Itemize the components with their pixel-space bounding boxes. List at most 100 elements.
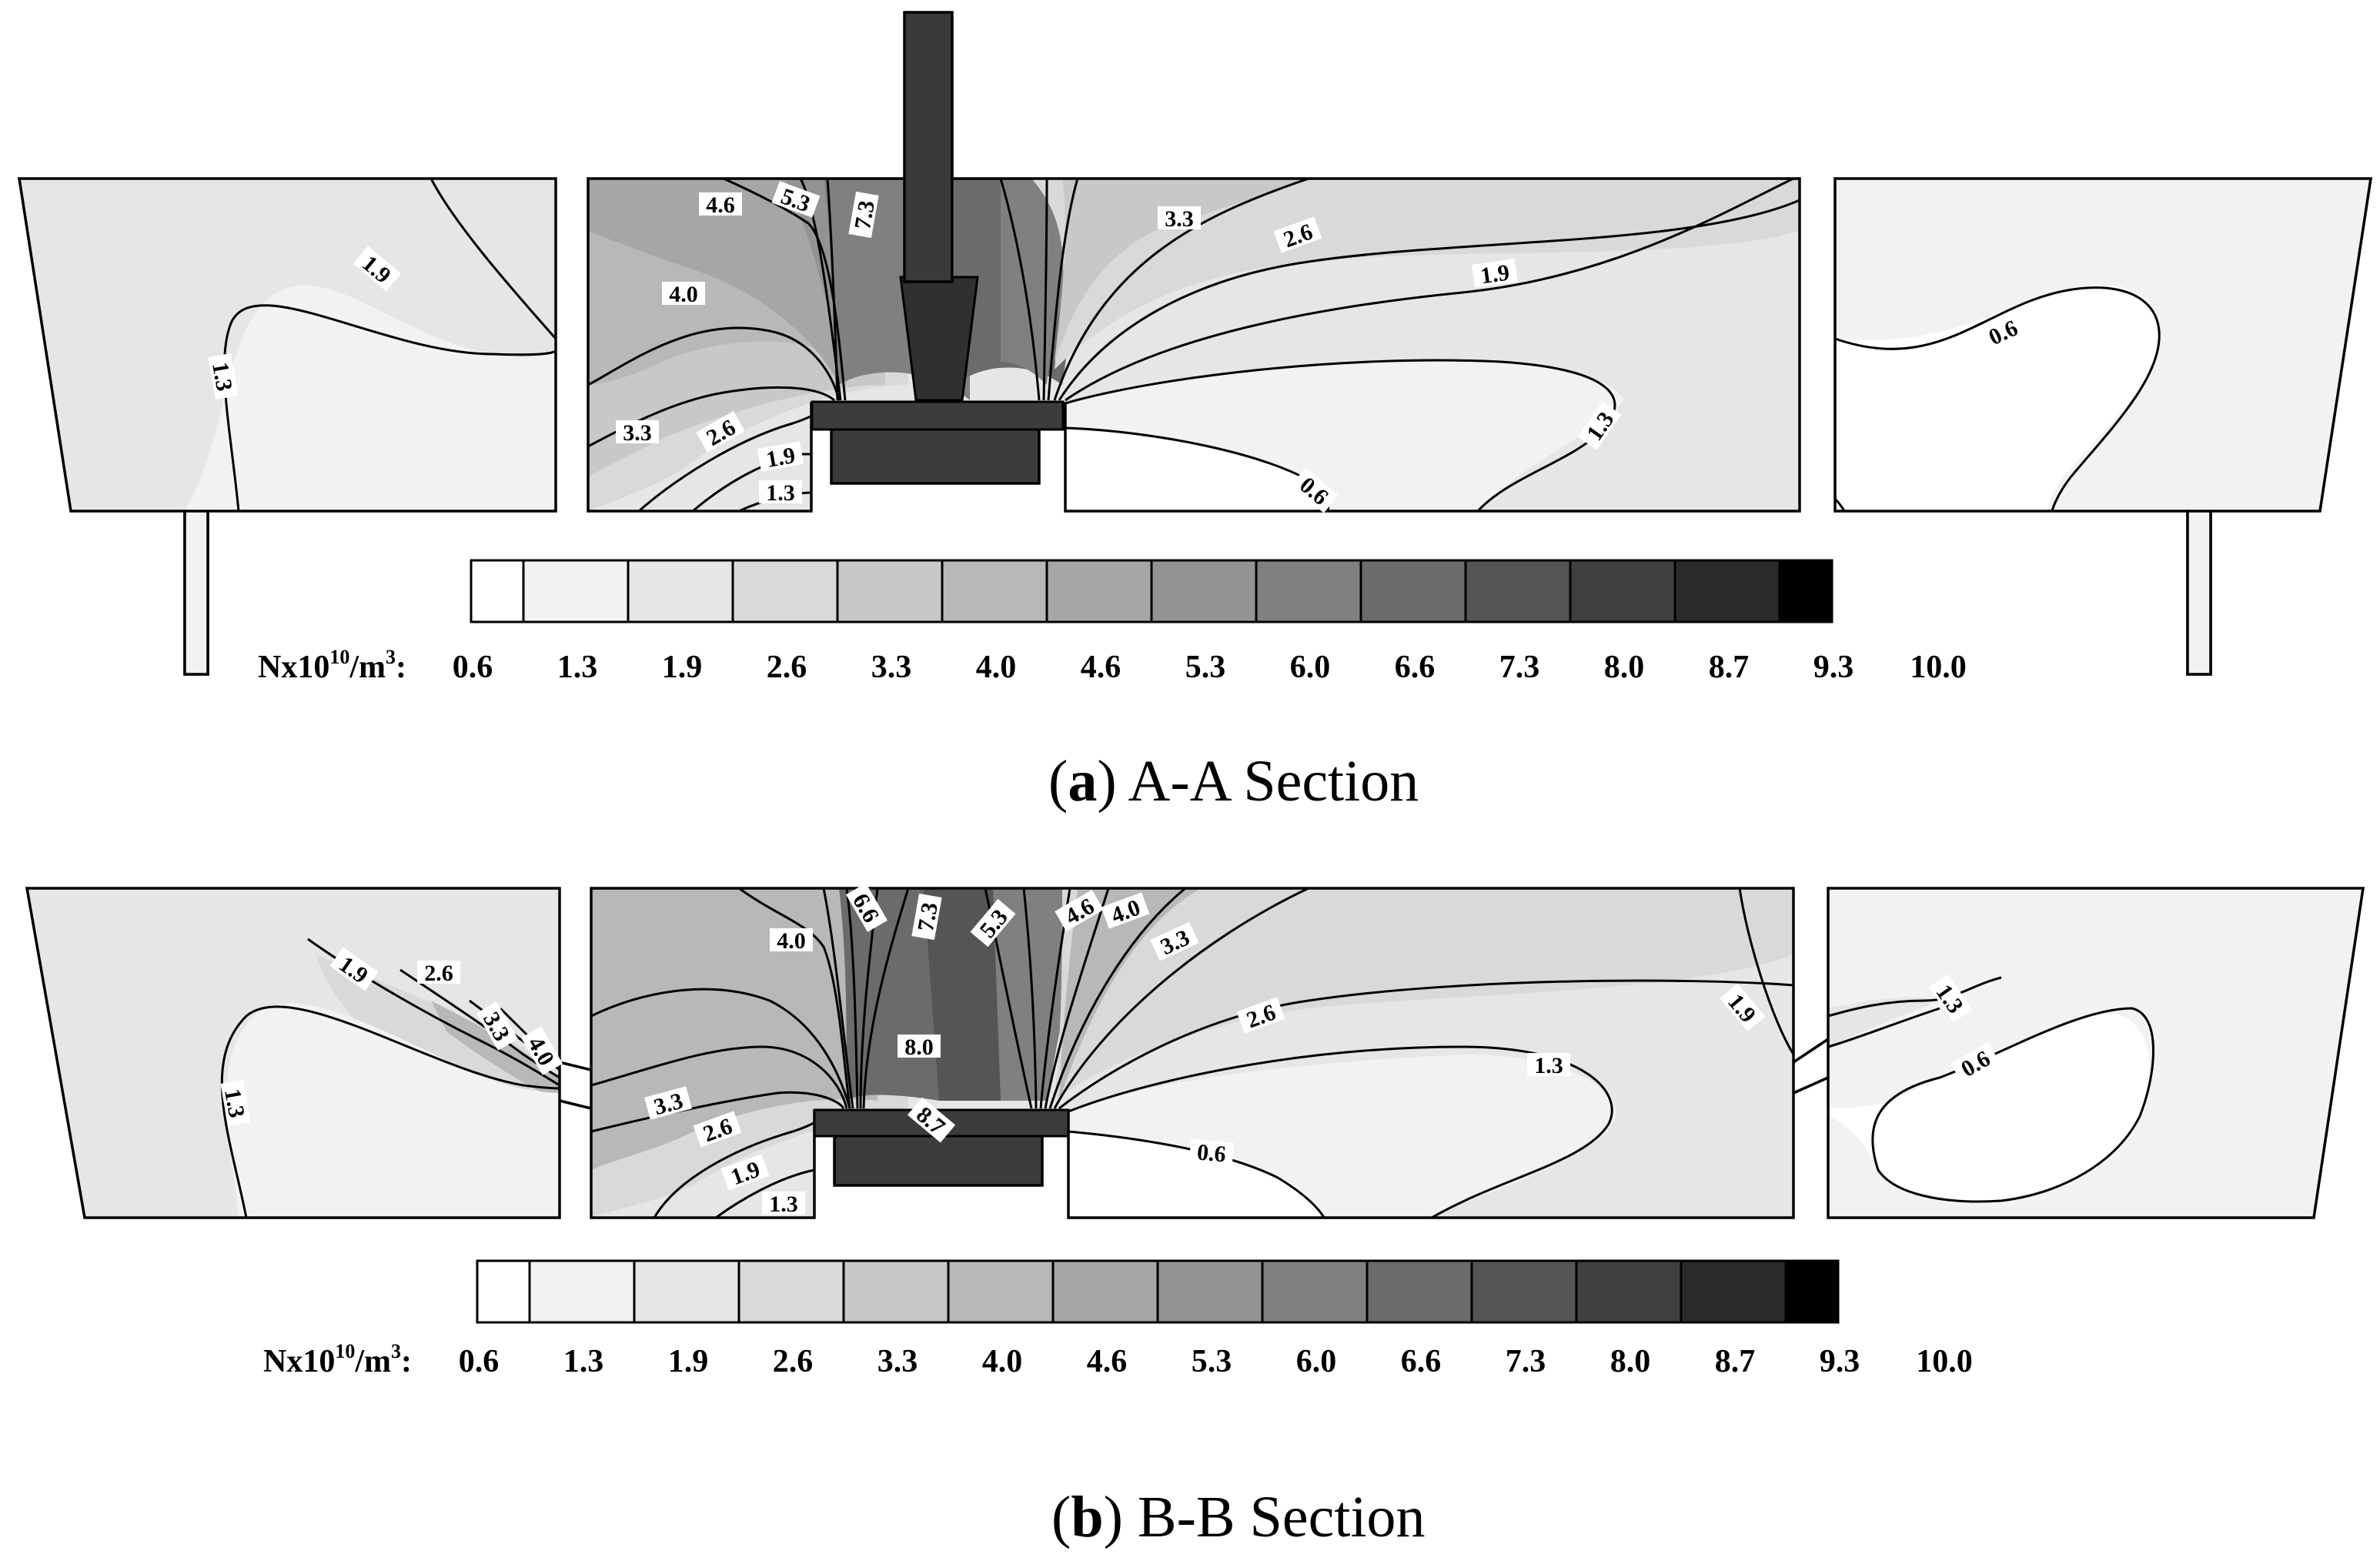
panel-a: 1.9 1.3 4.6 5.3 7.3 4.0 3.3 2.6 1.9 1.3 …: [17, 11, 2373, 814]
colorbar-swatch: [1569, 559, 1676, 623]
contour-label: 7.3: [911, 893, 943, 941]
region-4.6: [588, 179, 839, 385]
contour-label: 1.9: [757, 441, 804, 473]
left-inlet-pipe: [185, 511, 208, 674]
colorbar-tick-label: 1.3: [557, 650, 598, 685]
colorbar-swatch: [941, 559, 1048, 623]
svg-text:8.0: 8.0: [904, 1035, 934, 1060]
contour-label: 4.0: [770, 928, 813, 954]
contour-label: 2.6: [417, 961, 460, 986]
region-0.6: [1828, 1013, 2151, 1201]
panel-b-legend-unit: Nx1010/m3:: [263, 1340, 412, 1379]
svg-text:1.3: 1.3: [1534, 1053, 1563, 1078]
colorbar-tick-label: 8.7: [1715, 1344, 1756, 1379]
contour-label: 4.0: [662, 282, 705, 307]
svg-text:1.9: 1.9: [764, 443, 797, 473]
svg-text:3.3: 3.3: [1165, 206, 1194, 232]
colorbar-tick-label: 4.0: [976, 650, 1017, 685]
colorbar-swatch: [1575, 1259, 1683, 1324]
colorbar-swatch: [633, 1259, 740, 1324]
colorbar-swatch: [1778, 559, 1833, 623]
region-right-3.3: [1055, 179, 1309, 362]
contour-label: 1.3: [219, 1079, 251, 1127]
colorbar-tick-label: 0.6: [459, 1344, 500, 1379]
contour-label: 1.3: [762, 1192, 805, 1217]
colorbar-tick-label: 10.0: [1910, 650, 1967, 685]
contour-label: 1.3: [759, 480, 802, 506]
contour-label: 7.3: [848, 191, 880, 239]
colorbar-swatch: [470, 559, 525, 623]
colorbar-tick-label: 10.0: [1916, 1344, 1973, 1379]
contour-label: 1.9: [1472, 259, 1518, 289]
colorbar-swatch: [836, 559, 944, 623]
colorbar-swatch: [476, 1259, 531, 1324]
contour-label: 0.6: [1950, 1042, 2000, 1084]
contour-label: 1.3: [1527, 1053, 1570, 1078]
colorbar-tick-label: 0.6: [453, 650, 493, 685]
colorbar-tick-label: 6.0: [1296, 1344, 1337, 1379]
colorbar-tick-label: 8.0: [1610, 1344, 1651, 1379]
panel-a-colorbar: [470, 559, 1833, 623]
colorbar-tick-label: 4.0: [982, 1344, 1023, 1379]
colorbar-swatch: [1464, 559, 1572, 623]
colorbar-tick-label: 7.3: [1506, 1344, 1546, 1379]
colorbar-tick-label: 3.3: [877, 1344, 918, 1379]
colorbar-swatch: [1784, 1259, 1840, 1324]
colorbar-swatch: [1680, 1259, 1787, 1324]
colorbar-swatch: [1255, 559, 1362, 623]
colorbar-tick-label: 2.6: [773, 1344, 814, 1379]
svg-text:Nx1010/m3:: Nx1010/m3:: [258, 646, 406, 685]
colorbar-tick-label: 9.3: [1820, 1344, 1860, 1379]
svg-text:4.6: 4.6: [706, 192, 735, 218]
contour-label: 4.6: [699, 192, 742, 218]
panel-a-legend-unit: Nx1010/m3:: [258, 646, 406, 685]
colorbar-swatch: [1365, 1259, 1473, 1324]
colorbar-swatch: [1261, 1259, 1369, 1324]
panel-b-right-chamber: [559, 887, 2365, 1219]
contour-label: 3.3: [1158, 206, 1201, 232]
colorbar-swatch: [842, 1259, 950, 1324]
colorbar-swatch: [627, 559, 734, 623]
panel-b-colorbar: [476, 1259, 1840, 1324]
panel-a-caption: (a) A-A Section: [1048, 749, 1419, 814]
colorbar-tick-label: 1.9: [662, 650, 703, 685]
panel-b-contour-labels: 1.9 2.6 3.3 4.0 1.3 6.6 7.3 5.3 4.6 4.0 …: [219, 883, 2000, 1217]
colorbar-tick-label: 2.6: [767, 650, 807, 685]
region-right-2.6: [1031, 179, 1800, 369]
svg-text:4.0: 4.0: [669, 282, 698, 307]
central-electrode: [813, 1108, 1070, 1187]
contour-label: 4.0: [521, 1026, 563, 1075]
colorbar-swatch: [1470, 1259, 1578, 1324]
panel-a-left-chamber: [17, 177, 557, 676]
panel-b: 1.9 2.6 3.3 4.0 1.3 6.6 7.3 5.3 4.6 4.0 …: [25, 883, 2365, 1549]
region-0.6: [1835, 285, 2161, 511]
svg-text:2.6: 2.6: [424, 961, 453, 986]
colorbar-tick-label: 1.9: [668, 1344, 709, 1379]
panel-b-caption: (b) B-B Section: [1051, 1485, 1426, 1549]
contour-label: 0.6: [1188, 1138, 1235, 1168]
region-1.3: [226, 1003, 560, 1218]
contour-label: 3.3: [644, 1086, 692, 1120]
svg-text:7.3: 7.3: [850, 199, 880, 232]
contour-label: 3.3: [616, 420, 659, 446]
colorbar-swatch: [522, 559, 630, 623]
colorbar-tick-label: 3.3: [871, 650, 912, 685]
svg-text:0.6: 0.6: [1196, 1139, 1227, 1167]
svg-text:1.3: 1.3: [219, 1087, 249, 1120]
colorbar-swatch: [737, 1259, 845, 1324]
svg-text:1.3: 1.3: [769, 1192, 798, 1217]
colorbar-tick-label: 6.6: [1395, 650, 1436, 685]
right-outlet-pipe: [2188, 511, 2211, 674]
colorbar-tick-label: 8.7: [1709, 650, 1750, 685]
region-right-2.6: [1055, 888, 1793, 1101]
region-2.6: [316, 954, 560, 1108]
colorbar-swatch: [947, 1259, 1055, 1324]
colorbar-tick-label: 4.6: [1087, 1344, 1128, 1379]
colorbar-swatch: [1150, 559, 1258, 623]
colorbar-tick-label: 6.0: [1290, 650, 1331, 685]
panel-a-middle-chamber: [587, 11, 1801, 513]
colorbar-swatch: [731, 559, 839, 623]
region-right-0.6: [1068, 1131, 1324, 1218]
